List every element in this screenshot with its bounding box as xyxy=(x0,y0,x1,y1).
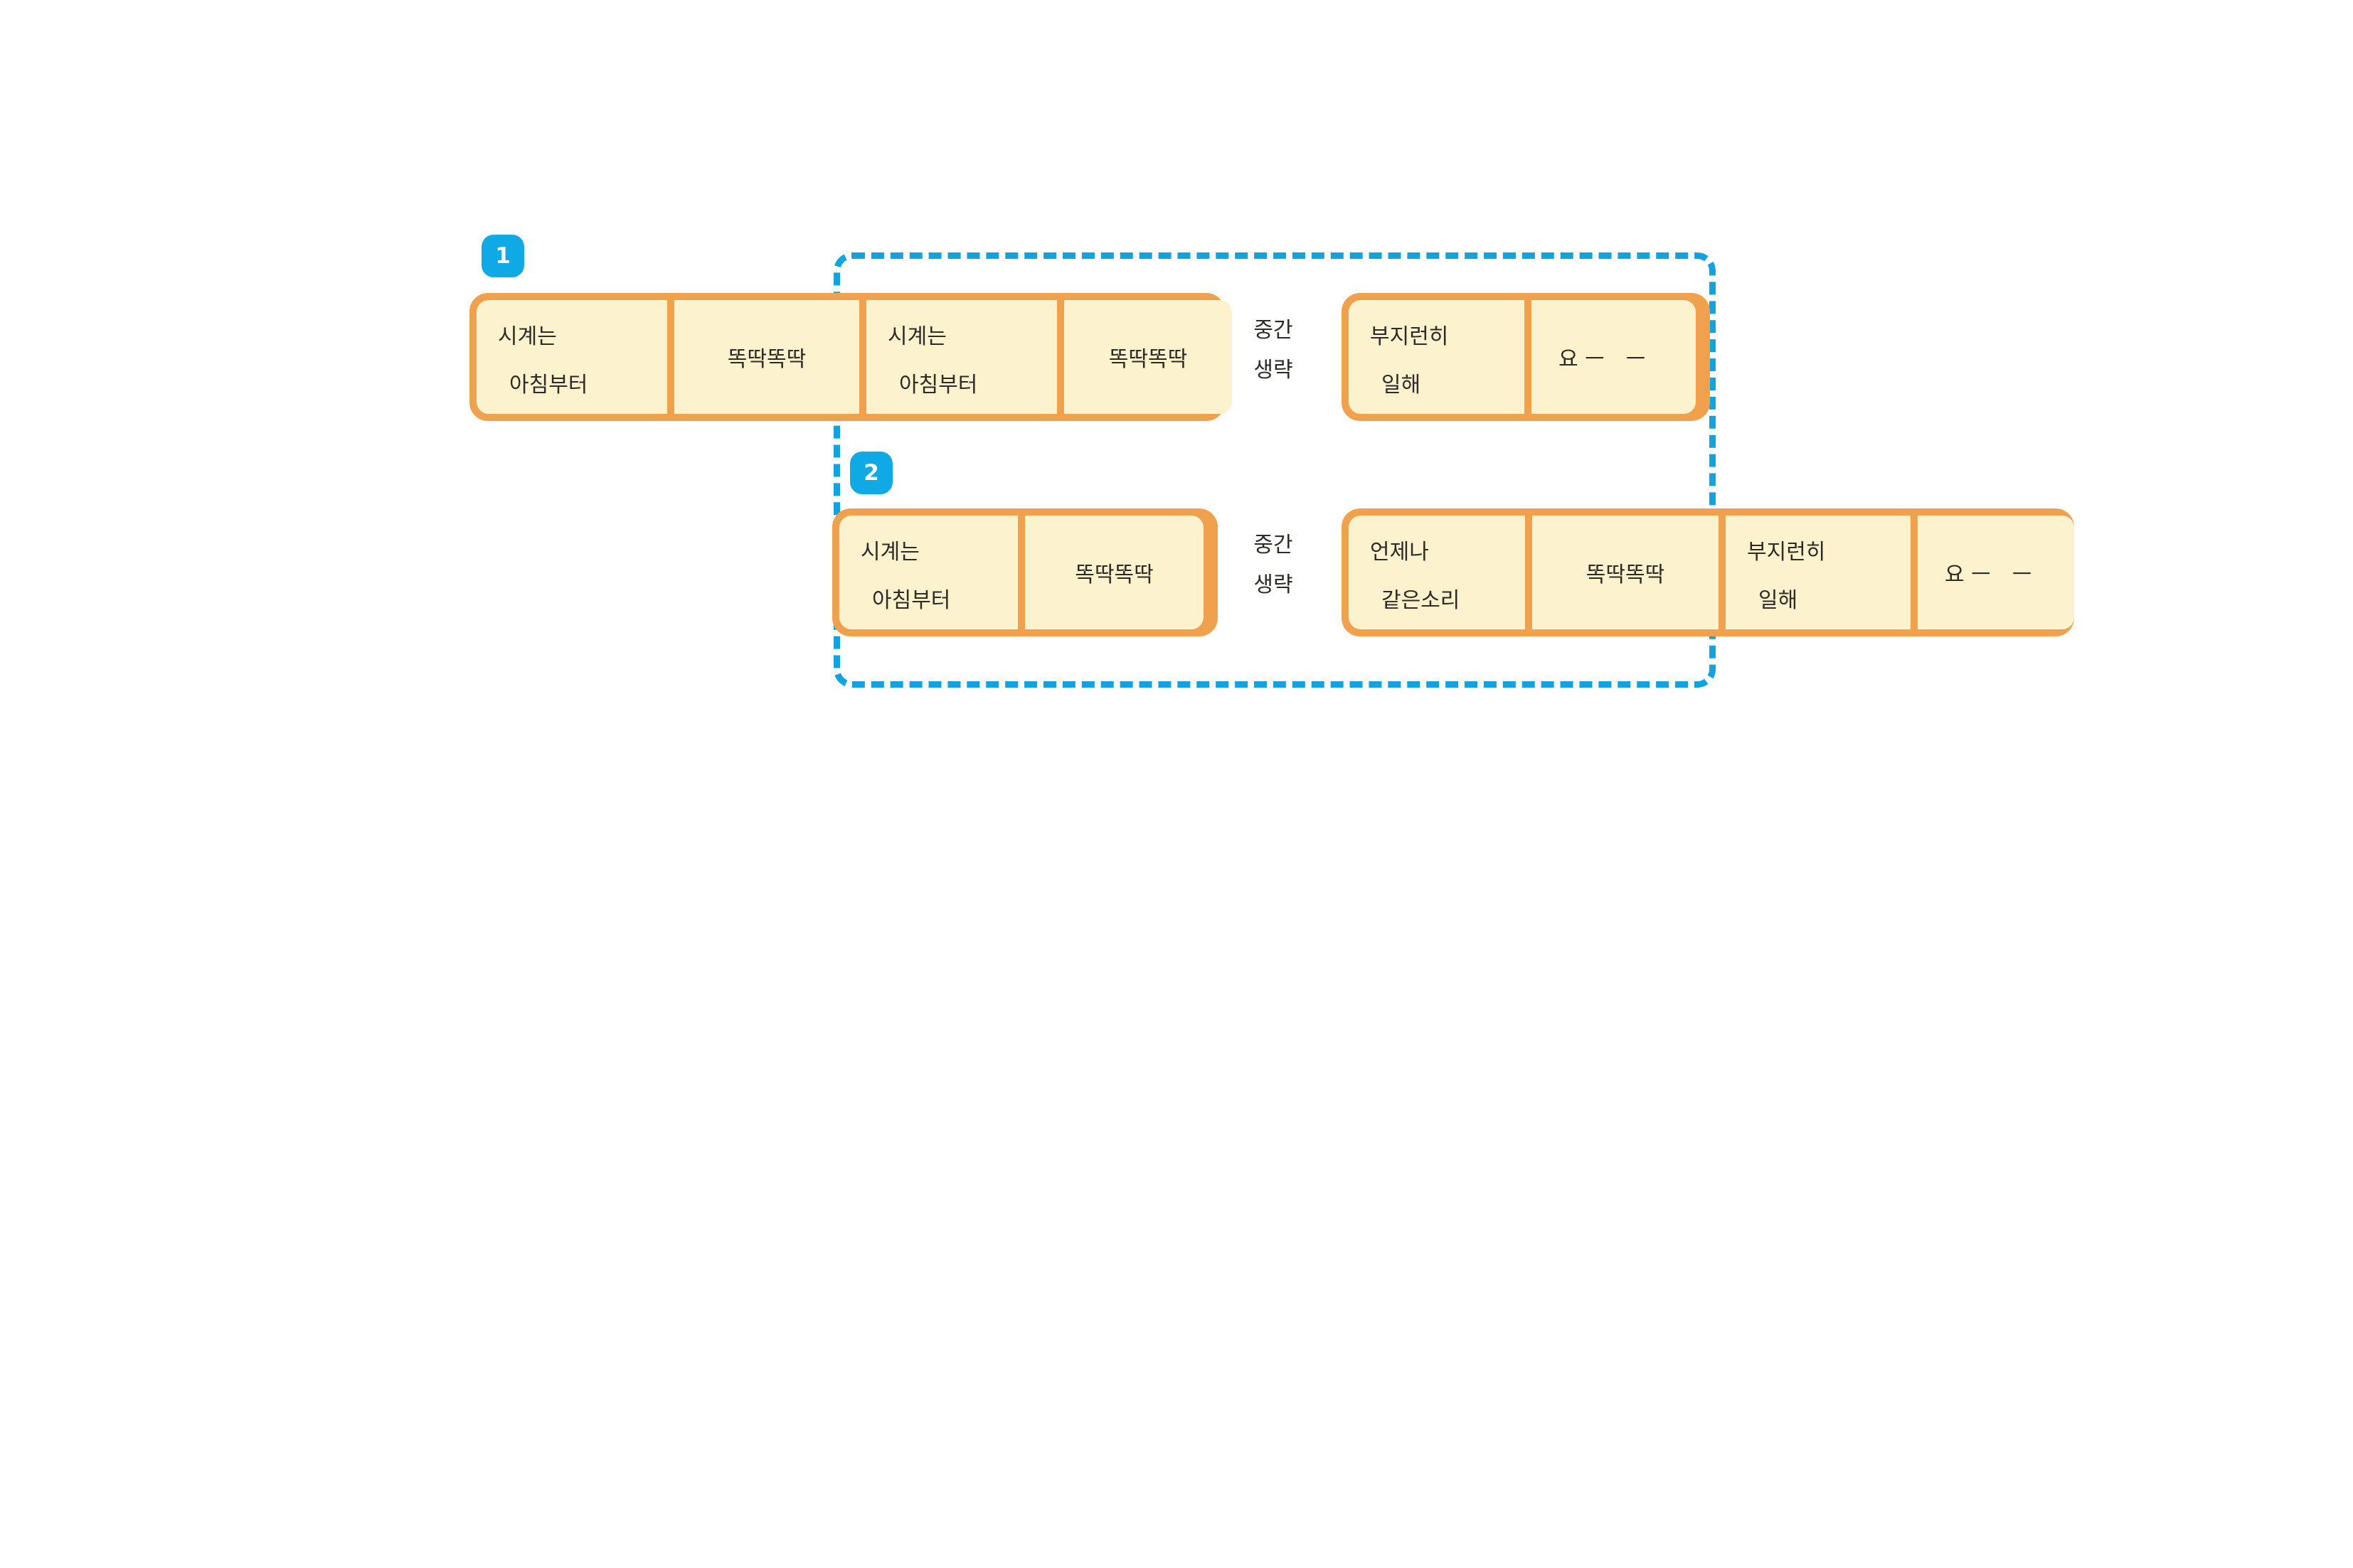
omission-line-2: 생략 xyxy=(1253,358,1293,383)
word-cell-line-1: 시계는 xyxy=(498,324,557,349)
omission-line-2: 생략 xyxy=(1253,572,1293,597)
word-cell-line-1: 언제나 xyxy=(1370,540,1429,565)
word-cell-line-1: 요 ㅡ ㅡ xyxy=(1558,347,1646,372)
omission-line-1: 중간 xyxy=(1253,318,1293,343)
omission-line-1: 중간 xyxy=(1253,533,1293,558)
row-number-badge-1[interactable]: 1 xyxy=(482,235,524,277)
word-cell-line-2: 아침부터 xyxy=(872,588,951,613)
word-cell[interactable]: 똑딱똑딱 xyxy=(1532,516,1719,629)
word-cell[interactable]: 똑딱똑딱 xyxy=(1025,516,1204,629)
word-cell-line-1: 똑딱똑딱 xyxy=(1586,562,1665,587)
word-cell-line-1: 부지런히 xyxy=(1747,540,1826,565)
word-cell-line-1: 똑딱똑딱 xyxy=(1108,347,1188,372)
word-cell-line-1: 부지런히 xyxy=(1370,324,1449,349)
word-cell-line-2: 아침부터 xyxy=(899,373,978,398)
word-cell-line-1: 시계는 xyxy=(888,324,947,349)
word-cell-line-2: 일해 xyxy=(1381,373,1421,398)
dashed-selection-region[interactable] xyxy=(834,252,1716,688)
word-cell[interactable]: 똑딱똑딱 xyxy=(674,300,859,414)
row-number-badge-2[interactable]: 2 xyxy=(850,452,893,494)
word-cell[interactable]: 똑딱똑딱 xyxy=(1064,300,1232,414)
word-cell-line-1: 시계는 xyxy=(861,540,920,565)
word-cell[interactable]: 요 ㅡ ㅡ xyxy=(1531,300,1696,414)
word-cell-line-2: 아침부터 xyxy=(509,373,588,398)
word-cell-line-1: 요 ㅡ ㅡ xyxy=(1945,562,2032,587)
word-cell[interactable]: 요 ㅡ ㅡ xyxy=(1918,516,2074,629)
word-cell-line-1: 똑딱똑딱 xyxy=(1075,562,1154,587)
word-cell-line-1: 똑딱똑딱 xyxy=(727,347,807,372)
word-cell-line-2: 같은소리 xyxy=(1381,588,1460,613)
word-cell-line-2: 일해 xyxy=(1758,588,1798,613)
